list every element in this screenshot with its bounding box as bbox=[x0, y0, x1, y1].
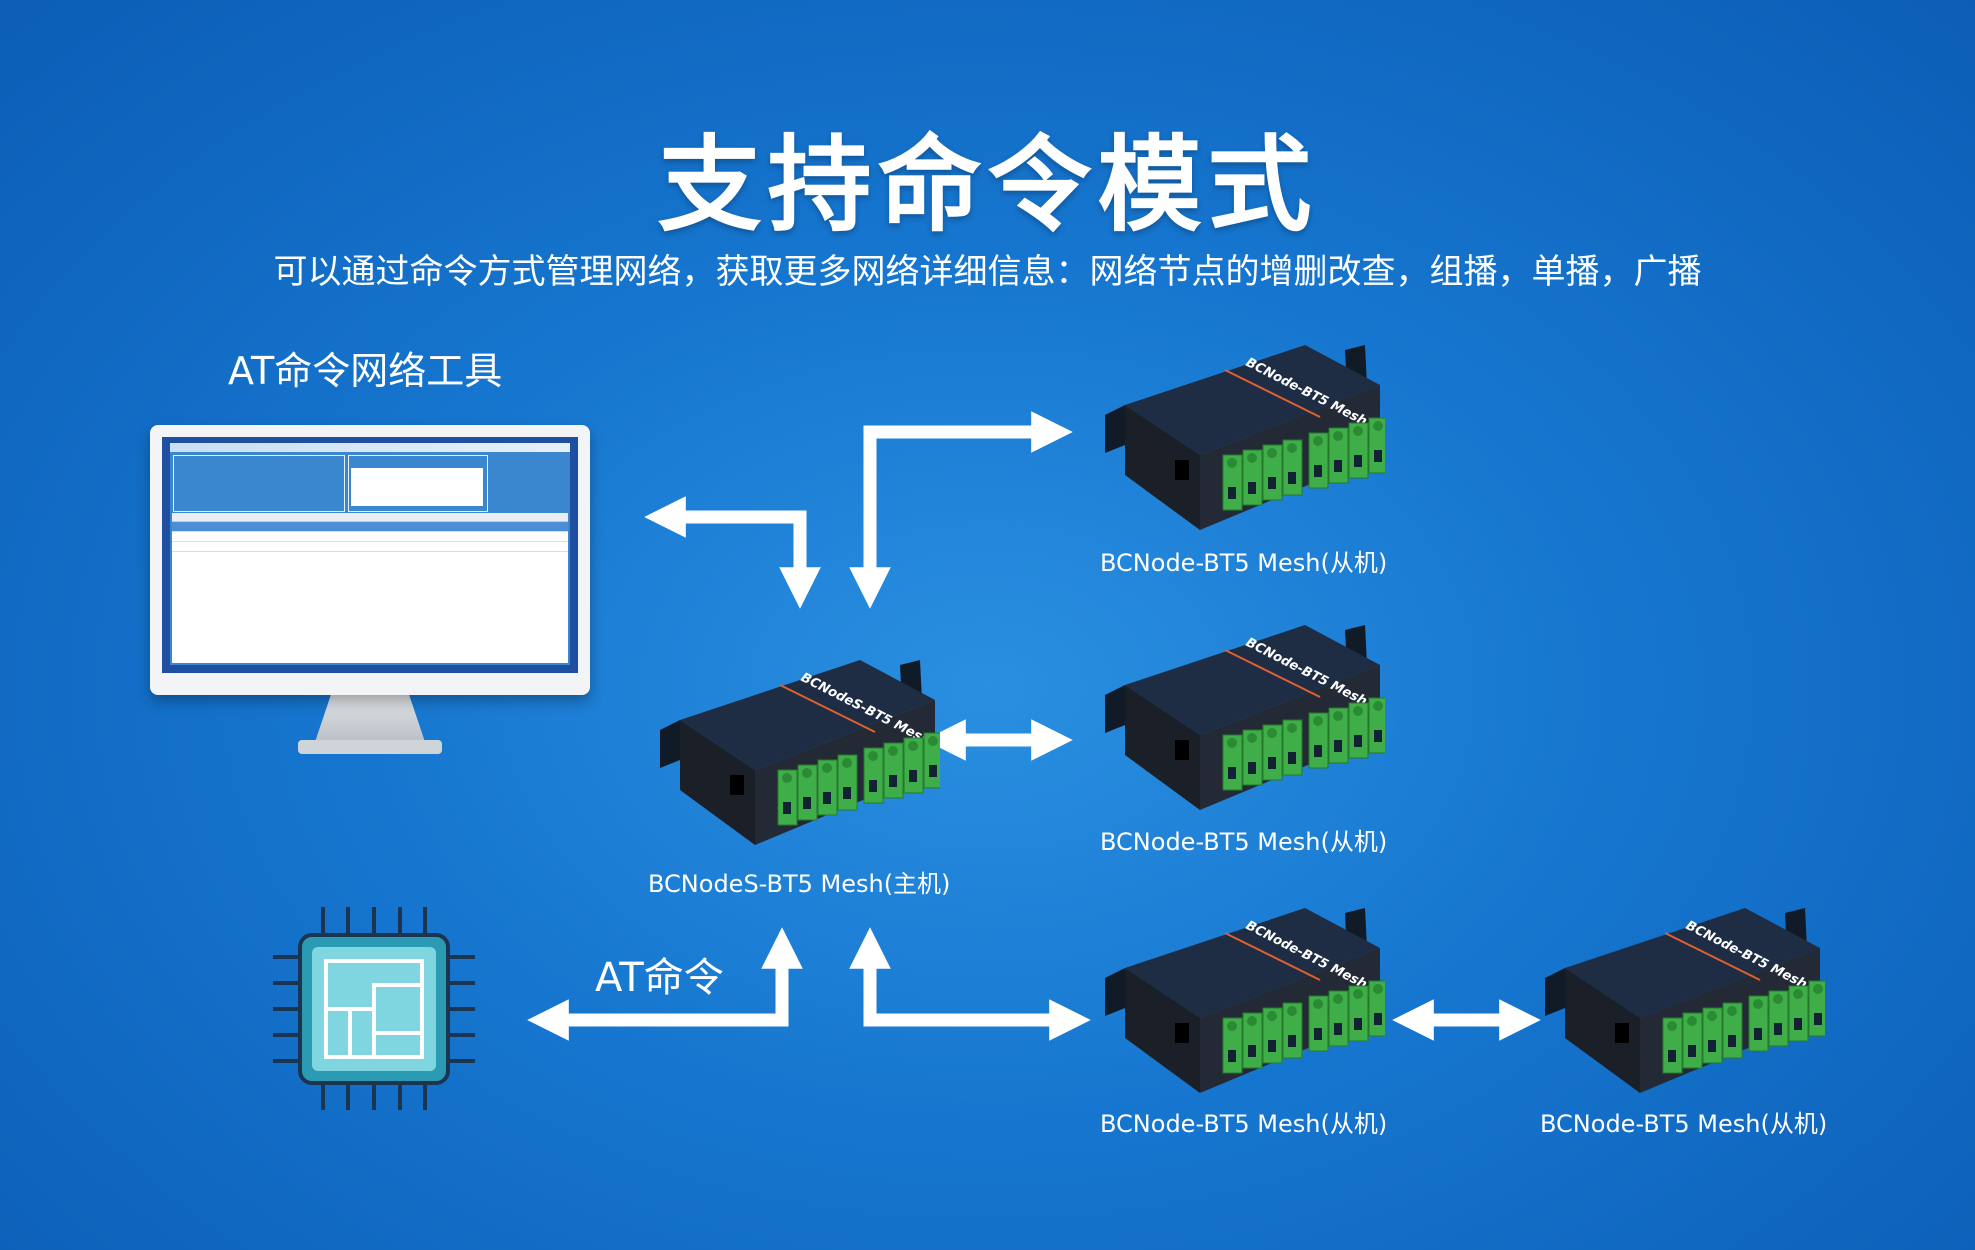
table-row bbox=[172, 532, 568, 542]
table-row bbox=[172, 542, 568, 552]
device-label: BCNode-BT5 Mesh(从机) bbox=[1100, 549, 1388, 577]
arrow-chip-to-master bbox=[527, 927, 803, 1041]
device-slave-4: BCNode-BT5 Mesh bbox=[1545, 908, 1829, 1098]
subtitle: 可以通过命令方式管理网络，获取更多网络详细信息：网络节点的增删改查，组播，单播，… bbox=[273, 252, 1702, 292]
device-slave-3: BCNode-BT5 Mesh bbox=[1105, 908, 1389, 1098]
device-label: BCNode-BT5 Mesh(从机) bbox=[1100, 828, 1388, 856]
device-slave-2: BCNode-BT5 Mesh bbox=[1105, 625, 1389, 815]
device-master: BCNodeS-BT5 Mesh bbox=[660, 660, 944, 850]
command-panel bbox=[348, 455, 488, 512]
device-label: BCNodeS-BT5 Mesh(主机) bbox=[648, 870, 951, 898]
arrow-tool-to-master bbox=[644, 496, 821, 609]
device-label: BCNode-BT5 Mesh(从机) bbox=[1540, 1110, 1828, 1138]
device-slave-1: BCNode-BT5 Mesh bbox=[1105, 345, 1389, 535]
node-table bbox=[172, 513, 568, 663]
table-row bbox=[172, 522, 568, 532]
arrow-master-to-slave3 bbox=[849, 927, 1091, 1041]
page-title: 支持命令模式 bbox=[657, 124, 1318, 246]
monitor-stand bbox=[314, 695, 426, 745]
monitor-screen bbox=[162, 437, 578, 673]
device-label: BCNode-BT5 Mesh(从机) bbox=[1100, 1110, 1388, 1138]
arrow-master-to-slave1 bbox=[849, 411, 1073, 609]
settings-panel bbox=[173, 455, 345, 512]
window-titlebar bbox=[170, 443, 570, 452]
monitor-base bbox=[298, 740, 442, 754]
at-tool-window bbox=[170, 443, 570, 665]
tool-label: AT命令网络工具 bbox=[228, 349, 503, 393]
monitor bbox=[150, 425, 590, 695]
chip-icon bbox=[268, 905, 480, 1115]
